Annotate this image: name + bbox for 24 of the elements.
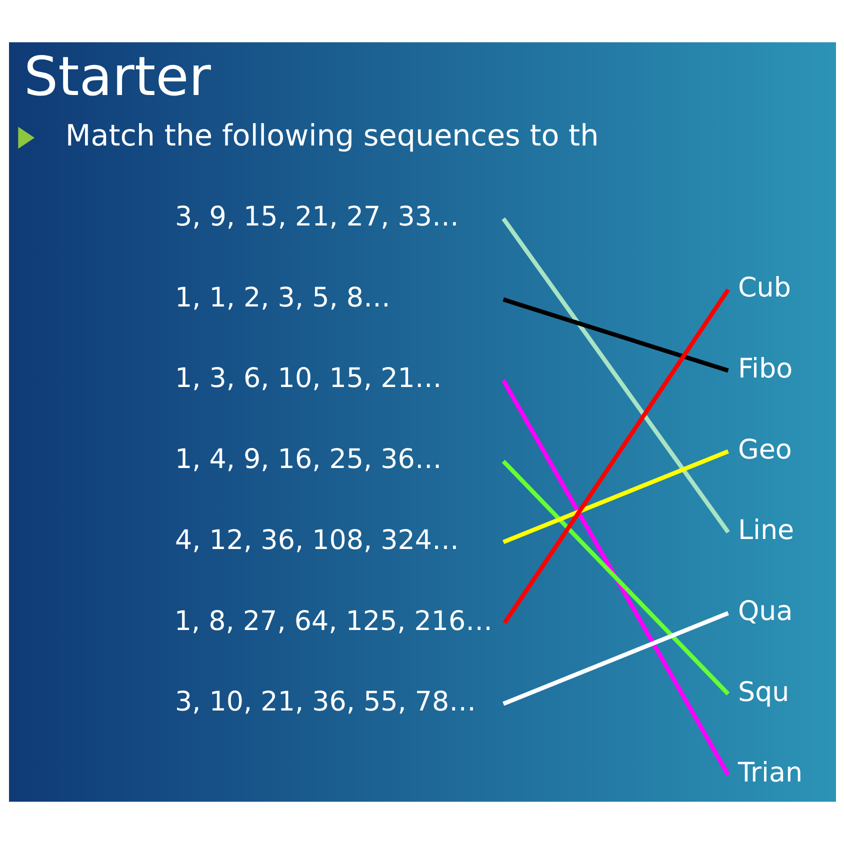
node-text: Fibo	[737, 353, 792, 384]
node-text: 4, 12, 36, 108, 324…	[174, 524, 458, 556]
node-text: Geo	[737, 434, 792, 466]
label: Match the following sequences to th	[64, 118, 598, 152]
connector	[502, 449, 728, 544]
node-text: 1, 4, 9, 16, 25, 36…	[174, 444, 442, 476]
node-text: 1, 8, 27, 64, 125, 216…	[174, 606, 492, 637]
node-text: 1, 1, 2, 3, 5, 8…	[174, 282, 390, 314]
node-text: Qua	[737, 596, 792, 627]
node-text: 3, 10, 21, 36, 55, 78…	[174, 686, 476, 718]
connector	[502, 288, 730, 624]
connector	[502, 611, 728, 706]
connector	[501, 379, 730, 776]
node-text: Line	[737, 515, 794, 546]
node-triangle	[18, 126, 34, 149]
connector	[501, 217, 730, 534]
node-text: Cub	[737, 272, 790, 304]
node-text: Trian	[737, 758, 802, 789]
connector	[502, 297, 728, 373]
connector	[501, 460, 730, 696]
node-text: 3, 9, 15, 21, 27, 33…	[174, 201, 458, 232]
node-text: Squ	[737, 676, 789, 708]
node-text: 1, 3, 6, 10, 15, 21…	[174, 363, 442, 394]
diagram-title: Starter	[23, 45, 210, 108]
